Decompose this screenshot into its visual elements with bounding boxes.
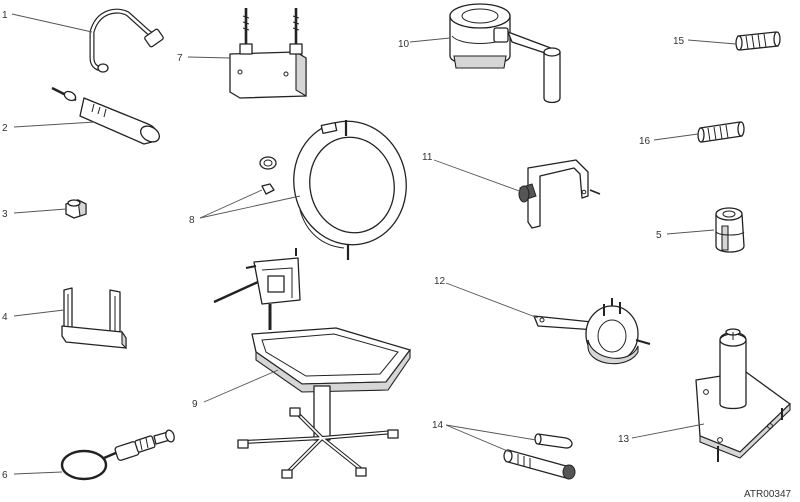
callout-11: 11 (422, 152, 433, 163)
callout-6: 6 (2, 470, 8, 481)
leader-6 (13, 471, 63, 475)
part-4-bracket (61, 287, 127, 350)
part-15-threaded-pin (735, 31, 781, 51)
leader-8b (199, 195, 301, 219)
part-11-knob-bracket (518, 159, 601, 229)
reference-code: ATR00347 (744, 489, 792, 500)
callout-1: 1 (2, 10, 8, 21)
part-5-slotted-sleeve (715, 207, 745, 253)
leader-5 (666, 229, 715, 235)
leader-2 (13, 121, 96, 128)
leader-9 (203, 369, 279, 403)
leader-8a (199, 189, 263, 219)
part-13-base-plate (695, 328, 791, 462)
callout-13: 13 (618, 434, 630, 445)
callout-9: 9 (192, 399, 198, 410)
leader-14a (445, 424, 537, 441)
part-6-loop-cable (60, 429, 175, 481)
callout-15: 15 (673, 36, 685, 47)
part-3-sleeve (65, 199, 87, 219)
callout-5: 5 (656, 230, 662, 241)
leader-11 (433, 159, 523, 193)
leader-16 (653, 133, 699, 141)
part-2-pin-tool (51, 86, 160, 145)
leader-1 (11, 13, 93, 33)
callout-16: 16 (639, 136, 651, 147)
callout-3: 3 (2, 209, 8, 220)
leader-4 (13, 309, 65, 317)
callout-7: 7 (177, 53, 183, 64)
part-16-threaded-pin (697, 121, 745, 143)
callout-10: 10 (398, 39, 410, 50)
part-10-flywheel-holder (449, 3, 561, 104)
callout-2: 2 (2, 123, 8, 134)
part-7-pin-plate (229, 8, 307, 99)
leader-7 (187, 56, 231, 59)
leader-12 (445, 282, 539, 319)
leader-3 (13, 208, 67, 214)
leader-15 (687, 39, 737, 45)
callout-12: 12 (434, 276, 446, 287)
leader-10 (409, 37, 451, 43)
part-12-locking-tool (533, 298, 651, 365)
callout-8: 8 (189, 215, 195, 226)
part-1-hook-rod (89, 8, 164, 73)
part-14-pin-and-rod (503, 433, 576, 480)
callout-14: 14 (432, 420, 444, 431)
leader-14b (445, 424, 511, 453)
part-8-ring-gauge (259, 120, 407, 260)
part-9-work-stand (213, 248, 411, 479)
callout-4: 4 (2, 312, 8, 323)
leader-13 (631, 423, 705, 439)
